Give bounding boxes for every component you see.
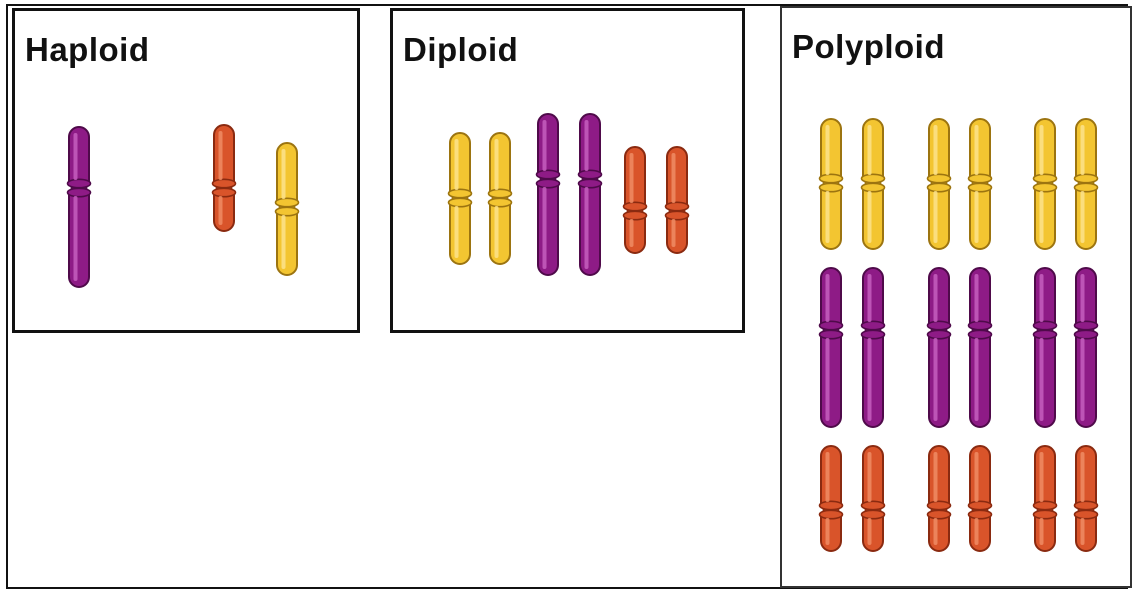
diploid-chromosome-yellow xyxy=(449,133,472,264)
polyploid-chromosome-yellow xyxy=(1075,119,1098,249)
polyploid-chromosome-yellow xyxy=(862,119,885,249)
haploid-chromosome-orange xyxy=(213,125,236,231)
polyploid-chromosome-yellow xyxy=(1034,119,1057,249)
diploid-chromosome-purple xyxy=(579,114,602,275)
polyploid-chromosome-purple xyxy=(820,268,843,427)
polyploid-chromosome-orange xyxy=(969,446,992,551)
haploid-chromosome-yellow xyxy=(276,143,299,275)
diploid-chromosome-orange xyxy=(666,147,689,253)
polyploid-chromosome-purple xyxy=(1075,268,1098,427)
polyploid-chromosome-orange xyxy=(862,446,885,551)
polyploid-chromosome-yellow xyxy=(928,119,951,249)
diploid-chromosome-orange xyxy=(624,147,647,253)
polyploid-chromosome-yellow xyxy=(969,119,992,249)
polyploid-chromosome-purple xyxy=(1034,268,1057,427)
polyploid-chromosome-orange xyxy=(1075,446,1098,551)
polyploid-chromosome-purple xyxy=(969,268,992,427)
polyploid-chromosome-yellow xyxy=(820,119,843,249)
polyploid-chromosome-orange xyxy=(1034,446,1057,551)
polyploid-chromosome-purple xyxy=(862,268,885,427)
haploid-chromosome-purple xyxy=(68,127,91,287)
polyploid-chromosome-orange xyxy=(820,446,843,551)
diploid-chromosome-purple xyxy=(537,114,560,275)
diploid-chromosome-yellow xyxy=(489,133,512,264)
polyploid-chromosome-orange xyxy=(928,446,951,551)
polyploid-chromosome-purple xyxy=(928,268,951,427)
